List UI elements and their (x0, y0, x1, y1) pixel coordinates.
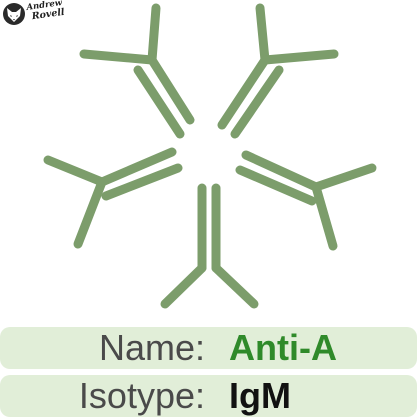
fox-head-icon (3, 3, 25, 25)
isotype-row: Isotype: IgM (0, 375, 417, 417)
antibody-bottom (160, 183, 259, 309)
isotype-value: IgM (229, 375, 291, 416)
name-label: Name: (98, 327, 205, 368)
name-value: Anti-A (229, 327, 337, 368)
author-logo: Andrew Rovell (2, 0, 65, 28)
antibody-top-left (79, 3, 195, 139)
isotype-label: Isotype: (78, 375, 205, 416)
antibody-left (43, 147, 183, 249)
antibody-top-right (217, 3, 339, 139)
name-row: Name: Anti-A (0, 327, 417, 369)
antibody-right (235, 150, 377, 251)
